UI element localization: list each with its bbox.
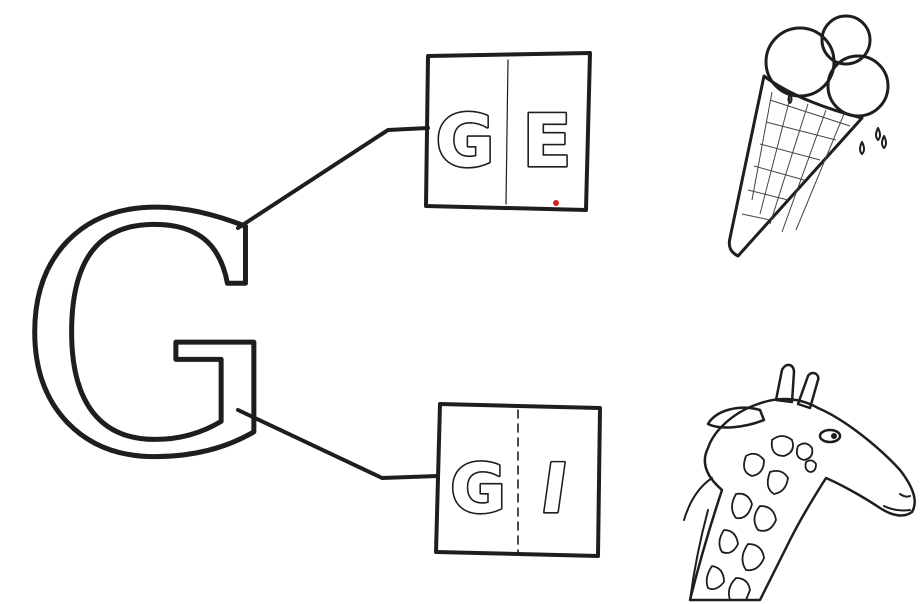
ice-cream-cone-icon xyxy=(729,16,888,256)
giraffe-icon xyxy=(684,365,915,600)
red-dot xyxy=(553,200,559,206)
syllable-gi-letter-2: I xyxy=(536,450,572,529)
syllable-ge-letter-2: E xyxy=(522,99,571,183)
syllable-ge-letter-1: G xyxy=(435,99,494,183)
main-letter: G xyxy=(16,146,280,530)
syllable-gi-letter-1: G xyxy=(450,450,506,529)
card-divider-solid xyxy=(506,60,508,204)
syllable-card-ge: G E xyxy=(426,53,590,210)
syllable-card-gi: G I xyxy=(436,404,600,556)
